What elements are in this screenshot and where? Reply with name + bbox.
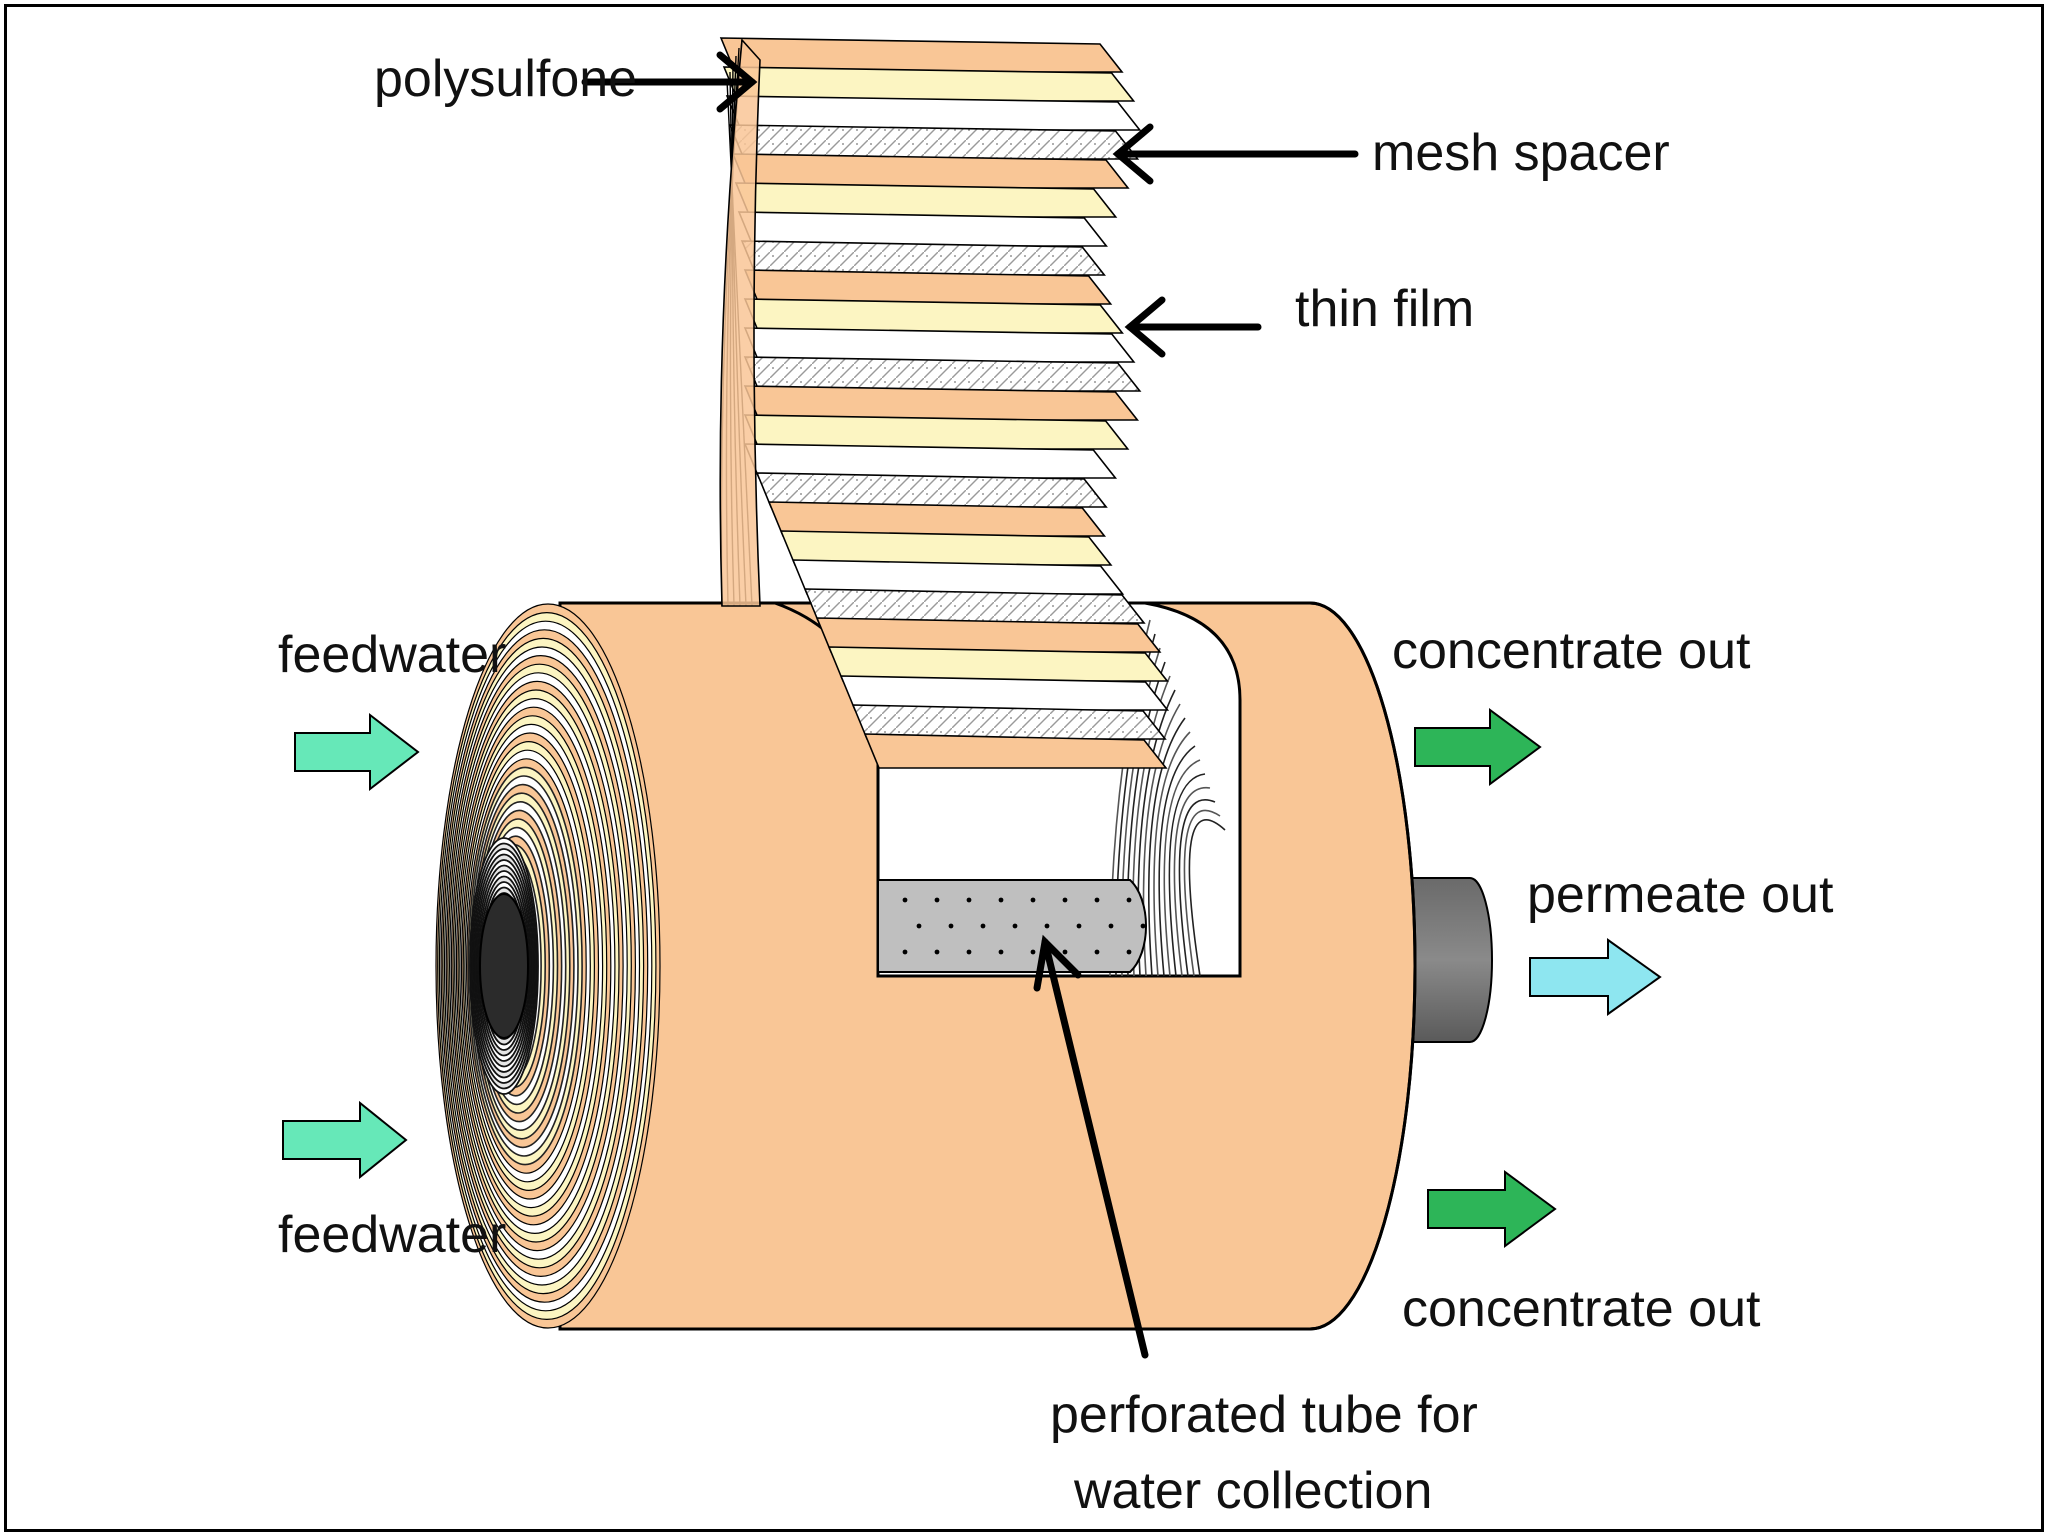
label-feedwater-bottom: feedwater: [278, 1206, 506, 1264]
inner-spiral-layer: [1178, 799, 1216, 977]
membrane-leaf: [743, 356, 1142, 392]
membrane-leaf: [767, 501, 1107, 537]
label-concentrate-out-bottom: concentrate out: [1402, 1280, 1761, 1338]
inner-spiral-layer: [1188, 819, 1226, 977]
membrane-leaf: [737, 211, 1108, 247]
perforated-tube: [877, 879, 1147, 973]
inner-spiral-layer: [1173, 786, 1211, 977]
perforation-hole: [1094, 949, 1100, 955]
perforated-tube-leader: [1033, 934, 1149, 1359]
perforation-hole: [1126, 897, 1132, 903]
membrane-leaf: [722, 66, 1136, 102]
inner-spiral-layer: [1163, 759, 1201, 977]
perforation-hole: [1062, 897, 1068, 903]
membrane-leaf: [743, 269, 1113, 305]
membrane-leaf: [731, 153, 1130, 189]
membrane-leaf: [851, 704, 1167, 740]
concentrate-arrow-bottom: [1427, 1170, 1557, 1248]
perforation-hole: [980, 923, 986, 929]
label-thin-film: thin film: [1295, 280, 1474, 338]
membrane-leaf: [839, 675, 1170, 711]
membrane-leaf: [719, 37, 1124, 73]
perforation-hole: [948, 923, 954, 929]
membrane-leaf: [863, 733, 1168, 769]
membrane-leaf: [725, 95, 1142, 131]
membrane-leaf: [728, 124, 1140, 160]
cylinder-end-face: [435, 603, 661, 1329]
inner-spiral-layer: [1153, 731, 1191, 977]
label-concentrate-out-top: concentrate out: [1392, 622, 1751, 680]
membrane-leaf: [755, 472, 1108, 508]
label-perforated-tube-line1: perforated tube for: [1050, 1386, 1478, 1444]
perforation-hole: [1062, 949, 1068, 955]
label-permeate-out: permeate out: [1527, 866, 1834, 924]
inner-spiral-layer: [1168, 773, 1206, 977]
membrane-leaf: [740, 240, 1106, 276]
inner-spiral-layer: [1158, 745, 1196, 977]
perforation-hole: [1140, 923, 1146, 929]
perforation-hole: [1030, 949, 1036, 955]
membrane-leaf: [743, 298, 1124, 334]
labels: polysulfone mesh spacer thin film feedwa…: [278, 50, 1834, 1520]
permeate-arrow: [1529, 938, 1662, 1016]
perforation-hole: [1076, 923, 1082, 929]
thin-film-leader: [1124, 296, 1262, 358]
label-leaders: [581, 51, 1359, 1359]
label-feedwater-top: feedwater: [278, 626, 506, 684]
label-mesh-spacer: mesh spacer: [1372, 124, 1670, 182]
membrane-leaf: [734, 182, 1118, 218]
membrane-leaf: [743, 385, 1140, 421]
perforation-hole: [1012, 923, 1018, 929]
membrane-leaf: [743, 327, 1136, 363]
perforation-hole: [1094, 897, 1100, 903]
perforation-hole: [998, 949, 1004, 955]
perforation-hole: [934, 949, 940, 955]
flow-arrows: [282, 708, 1662, 1248]
perforation-hole: [934, 897, 940, 903]
membrane-leaf: [743, 414, 1130, 450]
leaf-edge-band: [719, 38, 761, 607]
inner-spiral-layer: [1147, 717, 1186, 977]
feedwater-arrow-bottom: [282, 1100, 408, 1180]
perforation-hole: [902, 949, 908, 955]
membrane-leaf-stack: [719, 37, 1170, 769]
membrane-leaf: [743, 443, 1118, 479]
perforation-hole: [1108, 923, 1114, 929]
perforation-hole: [998, 897, 1004, 903]
inner-spiral-layer: [1183, 809, 1221, 977]
core-hole: [479, 893, 529, 1039]
concentrate-arrow-top: [1414, 708, 1542, 786]
perforation-hole: [916, 923, 922, 929]
perforation-hole: [902, 897, 908, 903]
perforation-hole: [1044, 923, 1050, 929]
polysulfone-leader: [581, 51, 758, 113]
label-perforated-tube-line2: water collection: [1073, 1462, 1432, 1520]
feedwater-arrow-top: [294, 712, 420, 792]
perforation-hole: [1126, 949, 1132, 955]
membrane-leaf: [803, 588, 1146, 624]
perforation-hole: [966, 949, 972, 955]
label-polysulfone: polysulfone: [374, 50, 637, 108]
membrane-leaf: [791, 559, 1125, 595]
perforation-hole: [966, 897, 972, 903]
perforation-hole: [1030, 897, 1036, 903]
mesh-spacer-leader: [1112, 123, 1359, 185]
membrane-leaf: [779, 530, 1113, 566]
membrane-leaf: [827, 646, 1169, 682]
permeate-pipe: [1399, 877, 1493, 1043]
membrane-leaf: [815, 617, 1162, 653]
